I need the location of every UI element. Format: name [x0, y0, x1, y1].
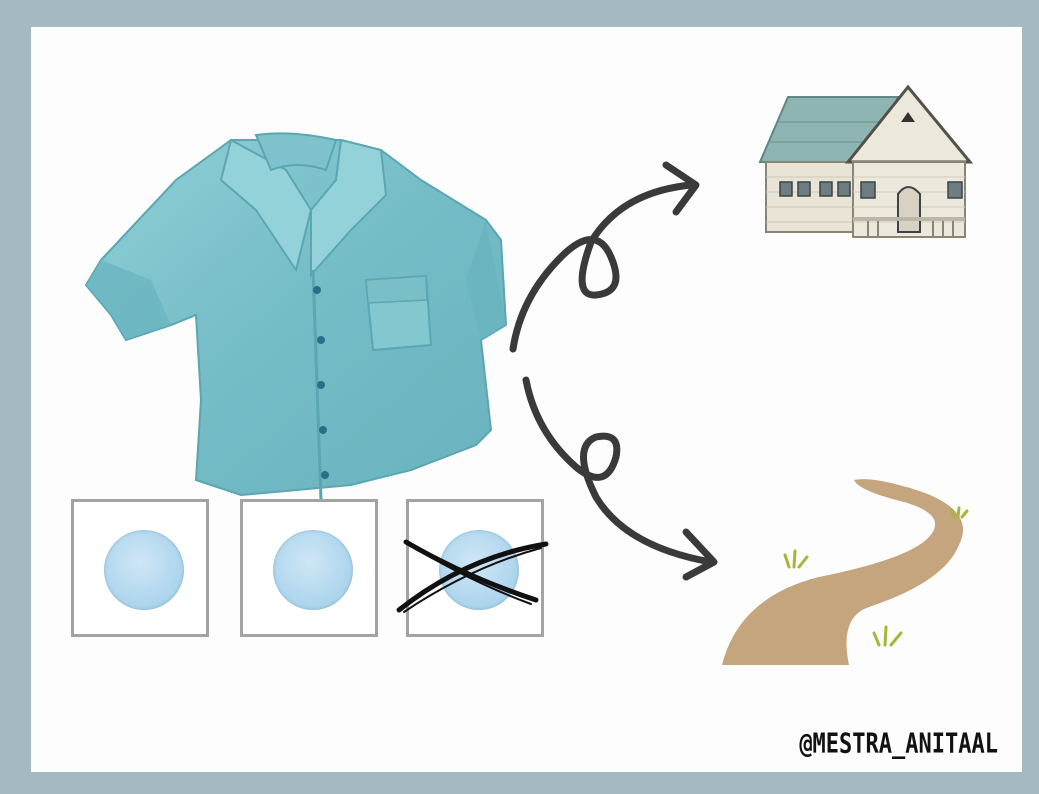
arrow-up-icon — [501, 147, 731, 357]
arrow-down-icon — [506, 372, 726, 582]
button-box-1 — [71, 499, 209, 637]
content-card: @MESTRA_ANITAAL — [31, 27, 1022, 772]
button-box-2 — [240, 499, 378, 637]
house-icon — [758, 82, 973, 242]
button-circle — [273, 530, 353, 610]
shirt-icon — [81, 100, 521, 510]
button-circle — [104, 530, 184, 610]
watermark-text: @MESTRA_ANITAAL — [799, 729, 998, 760]
path-icon — [719, 477, 979, 667]
